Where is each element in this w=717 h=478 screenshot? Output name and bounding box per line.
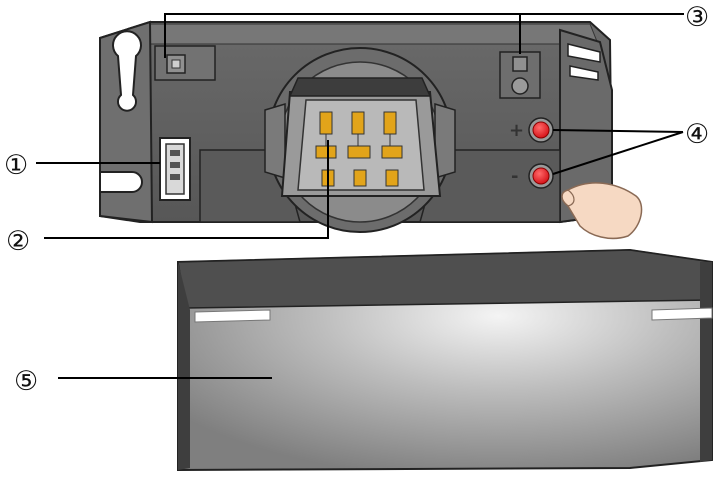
right-vent-slots [651, 307, 713, 321]
left-vent-slots [194, 309, 271, 323]
callout-1: ① [4, 150, 28, 181]
usb-socket [159, 137, 191, 201]
leader-lines [36, 13, 684, 379]
minus-sign-label: - [511, 166, 518, 187]
contact-insert [280, 77, 442, 197]
keyhole-slot [112, 30, 142, 112]
left-indicator [166, 54, 186, 74]
device-cover [177, 248, 713, 472]
callout-3: ③ [685, 2, 709, 33]
plus-sign-label: + [509, 120, 524, 141]
callout-4: ④ [685, 119, 709, 150]
minus-button[interactable] [528, 163, 554, 189]
callout-5: ⑤ [14, 366, 38, 397]
mounting-slot [99, 171, 143, 193]
plus-button[interactable] [528, 117, 554, 143]
callout-2: ② [6, 226, 30, 257]
right-indicator [499, 51, 541, 99]
finger-icon [561, 182, 643, 240]
